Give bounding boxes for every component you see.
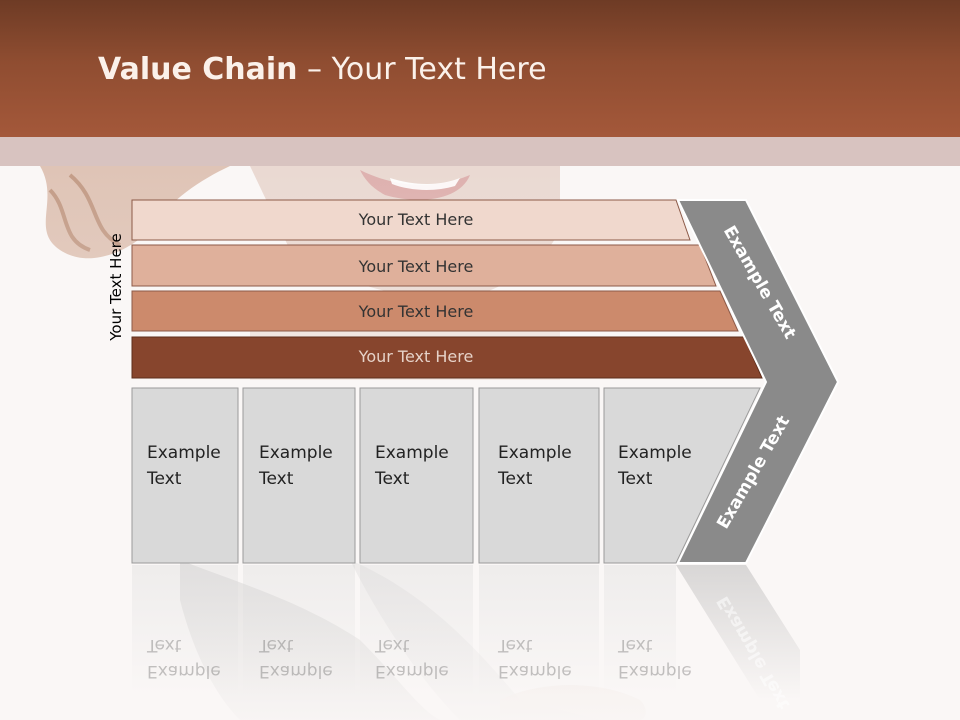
column-4-line1: Example (498, 443, 572, 463)
column-reflection (360, 565, 473, 695)
column-5-line2: Text (618, 469, 653, 489)
column-2-line2-reflection: Text (259, 635, 294, 655)
column-3-line1: Example (375, 443, 449, 463)
column-3-line1-reflection: Example (375, 661, 449, 681)
band-4[interactable] (131, 336, 763, 379)
column-5-line1-reflection: Example (618, 661, 692, 681)
column-4-line1-reflection: Example (498, 661, 572, 681)
band-2[interactable] (131, 244, 717, 287)
band-3[interactable] (131, 290, 739, 332)
column-1[interactable] (131, 387, 239, 564)
column-1-line2: Text (147, 469, 182, 489)
column-5-text-reflection: Example Text (618, 632, 692, 684)
column-reflections (132, 565, 800, 700)
column-1-line1: Example (147, 443, 221, 463)
band-4-label: Your Text Here (358, 347, 474, 366)
band-2-label: Your Text Here (358, 257, 474, 276)
column-5[interactable] (603, 387, 761, 564)
chevron-arrow[interactable] (676, 199, 840, 564)
title-bar-strip (0, 137, 960, 166)
title-rest: – Your Text Here (297, 52, 547, 87)
column-4-line2-reflection: Text (498, 635, 533, 655)
column-2-line1-reflection: Example (259, 661, 333, 681)
band-1[interactable] (131, 199, 691, 241)
column-reflection (132, 565, 238, 695)
band-3-label: Your Text Here (358, 302, 474, 321)
column-3-text-reflection: Example Text (375, 632, 449, 684)
column-2-text-reflection: Example Text (259, 632, 333, 684)
column-2-line1: Example (259, 443, 333, 463)
column-2-line2: Text (259, 469, 294, 489)
column-5-line2-reflection: Text (618, 635, 653, 655)
column-1-line2-reflection: Text (147, 635, 182, 655)
band-1-label: Your Text Here (358, 210, 474, 229)
column-reflection (479, 565, 599, 695)
title-bar (0, 0, 960, 137)
column-reflection (604, 565, 676, 695)
chevron-reflection (676, 565, 800, 700)
column-3-line2: Text (375, 469, 410, 489)
column-2[interactable] (242, 387, 356, 564)
column-3[interactable] (359, 387, 474, 564)
column-4-line2: Text (498, 469, 533, 489)
column-4-text-reflection: Example Text (498, 632, 572, 684)
column-1-text-reflection: Example Text (147, 632, 221, 684)
column-5-line1: Example (618, 443, 692, 463)
column-reflection (243, 565, 355, 695)
slide-title[interactable]: Value Chain – Your Text Here (98, 52, 547, 87)
column-3-line2-reflection: Text (375, 635, 410, 655)
column-1-line1-reflection: Example (147, 661, 221, 681)
title-bold: Value Chain (98, 52, 298, 87)
column-4[interactable] (478, 387, 600, 564)
